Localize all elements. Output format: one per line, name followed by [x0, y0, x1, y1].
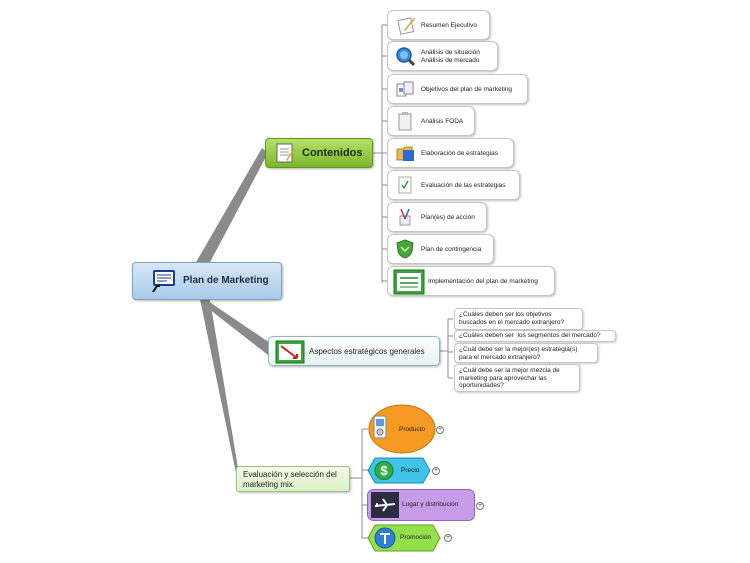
- item-label: Plan de contingencia: [421, 246, 482, 253]
- folder-icon: [396, 146, 414, 161]
- branch-evaluacion: [200, 299, 240, 480]
- mix-promocion[interactable]: Promoción: [367, 524, 441, 552]
- question-mezcla[interactable]: ¿Cuál debe ser la mejor mezcla de market…: [454, 364, 580, 392]
- aspectos-node[interactable]: Aspectos estratégicos generales: [268, 336, 440, 366]
- mix-lugar[interactable]: Lugar y distribución: [367, 489, 475, 521]
- item-objetivos[interactable]: Objetivos del plan de marketing: [387, 74, 528, 104]
- item-label: Evaluación de las estrategias: [421, 182, 506, 189]
- expand-precio-button[interactable]: +: [432, 467, 440, 475]
- question-text: ¿Cuáles deben ser los segmentos del merc…: [459, 332, 601, 339]
- contenidos-node[interactable]: Contenidos: [265, 138, 373, 168]
- item-label: Análisis FODA: [421, 118, 464, 125]
- item-plan-contingencia[interactable]: Plan de contingencia: [387, 234, 494, 264]
- documents-icon: [396, 81, 414, 97]
- mix-connectors: [350, 428, 368, 539]
- contenidos-label: Contenidos: [302, 147, 363, 159]
- item-evaluacion-estrategias[interactable]: Evaluación de las estrategias: [387, 170, 520, 200]
- producto-shape: [368, 404, 436, 454]
- item-label: Resumen Ejecutivo: [421, 22, 477, 29]
- question-segmentos[interactable]: ¿Cuáles deben ser los segmentos del merc…: [454, 330, 616, 342]
- mix-label: Producto: [399, 426, 426, 433]
- question-estrategia[interactable]: ¿Cuál debe ser la mejor(es) estrategia(s…: [454, 343, 598, 363]
- mix-label: Promoción: [400, 534, 432, 541]
- item-analisis-situacion[interactable]: Análisis de situación Análisis de mercad…: [387, 41, 498, 71]
- aspectos-label: Aspectos estratégicos generales: [309, 347, 425, 356]
- root-label: Plan de Marketing: [183, 275, 269, 286]
- item-resumen-ejecutivo[interactable]: Resumen Ejecutivo: [387, 10, 490, 40]
- expand-lugar-button[interactable]: +: [476, 502, 484, 510]
- item-label: Implementación del plan de marketing: [428, 278, 538, 285]
- magnifier-globe-icon: [396, 47, 415, 66]
- expand-promocion-button[interactable]: +: [444, 534, 452, 542]
- mix-label: Precio: [401, 467, 420, 474]
- question-text: ¿Cuáles deben ser los objetivos buscados…: [459, 311, 565, 326]
- question-text: ¿Cuál debe ser la mejor mezcla de market…: [459, 367, 560, 389]
- presentation-icon: [152, 270, 175, 293]
- lugar-shape: [367, 489, 475, 521]
- mix-label: Lugar y distribución: [402, 501, 459, 508]
- notepad-icon: [276, 143, 295, 163]
- promocion-shape: [367, 524, 441, 552]
- branch-aspectos: [200, 299, 270, 355]
- clipboard-icon: [398, 112, 412, 131]
- item-implementacion[interactable]: Implementación del plan de marketing: [387, 266, 555, 296]
- item-label: Análisis de situación Análisis de mercad…: [421, 49, 480, 64]
- question-text: ¿Cuál debe ser la mejor(es) estrategia(s…: [459, 346, 578, 361]
- question-objetivos[interactable]: ¿Cuáles deben ser los objetivos buscados…: [454, 308, 583, 330]
- tools-icon: [399, 208, 411, 226]
- mix-precio[interactable]: $ Precio: [367, 457, 431, 484]
- expand-producto-button[interactable]: +: [436, 426, 444, 434]
- item-label: Objetivos del plan de marketing: [421, 86, 513, 93]
- shield-icon: [396, 239, 414, 259]
- item-planes-accion[interactable]: Plan(es) de acción: [387, 202, 487, 232]
- item-label: Elaboración de estrategias: [421, 150, 498, 157]
- contenidos-item-connectors: [373, 24, 388, 283]
- checklist-icon: [398, 176, 412, 194]
- item-elaboracion[interactable]: Elaboración de estrategias: [387, 138, 514, 168]
- evaluacion-label: Evaluación y selección del marketing mix: [243, 470, 337, 489]
- evaluacion-node[interactable]: Evaluación y selección del marketing mix: [236, 466, 350, 492]
- board-icon: [393, 269, 425, 295]
- item-analisis-foda[interactable]: Análisis FODA: [387, 106, 475, 136]
- document-pencil-icon: [397, 17, 415, 35]
- chart-icon: [275, 340, 305, 364]
- item-label: Plan(es) de acción: [421, 214, 475, 221]
- svg-text:$: $: [380, 463, 388, 478]
- precio-shape: $: [367, 457, 431, 484]
- branch-contenidos: [195, 148, 268, 266]
- root-node[interactable]: Plan de Marketing: [132, 262, 282, 300]
- mix-producto[interactable]: Producto: [368, 404, 436, 454]
- aspectos-question-connectors: [440, 318, 453, 379]
